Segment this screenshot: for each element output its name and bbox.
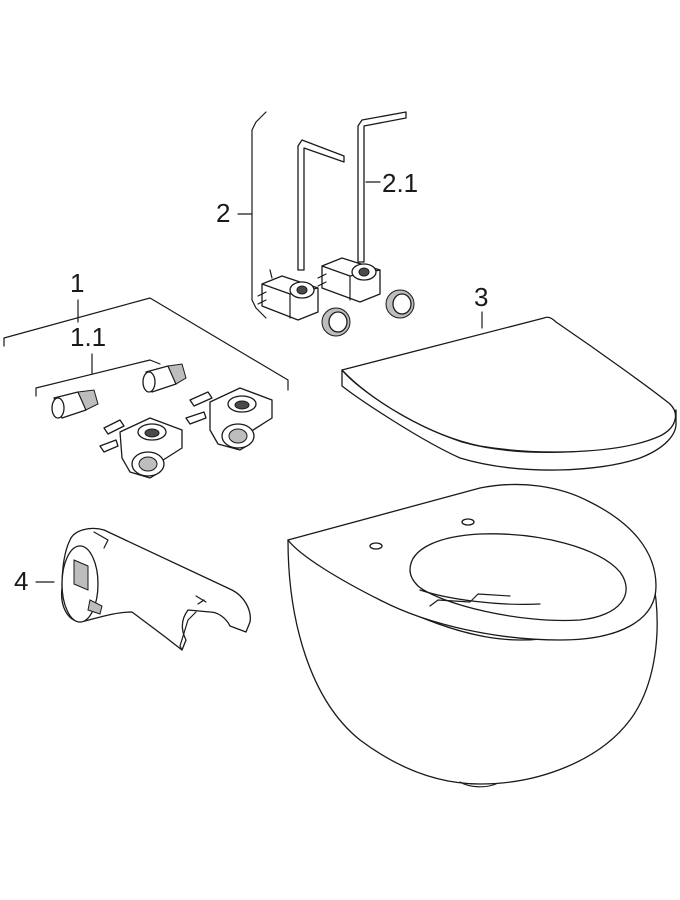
seat-hole-left <box>369 542 383 550</box>
connector-sleeve-part-4 <box>60 527 251 651</box>
label-group-2-1: 2.1 <box>365 168 418 198</box>
label-group-4: 4 <box>14 566 55 596</box>
bowl-opening <box>409 533 627 622</box>
sleeve-marking <box>195 595 207 605</box>
sleeve-tab <box>179 611 197 651</box>
mounting-set-part-2 <box>257 111 415 337</box>
nut-right <box>385 289 415 319</box>
label-group-3: 3 <box>474 282 488 329</box>
sleeve-notch <box>93 531 109 549</box>
bowl-inner-edge <box>419 589 541 605</box>
label-group-1-1: 1.1 <box>35 322 161 397</box>
label-4: 4 <box>14 566 28 596</box>
bowl-body <box>287 539 658 785</box>
nut-left <box>321 307 351 337</box>
toilet-bowl <box>287 483 658 788</box>
sleeve-body <box>60 527 251 651</box>
fixing-bracket-left <box>99 417 183 479</box>
expansion-anchor-left <box>257 269 319 321</box>
bracket-1 <box>3 297 289 391</box>
fixing-set-part-1 <box>51 363 273 479</box>
bowl-flush-channel <box>429 593 511 607</box>
seat-top <box>341 316 677 453</box>
label-1-1: 1.1 <box>70 322 106 352</box>
label-3: 3 <box>474 282 488 312</box>
label-group-2: 2 <box>216 111 267 319</box>
fixing-bracket-right <box>185 387 273 451</box>
label-2-1: 2.1 <box>382 168 418 198</box>
wall-plug-right <box>142 363 187 393</box>
bracket-1-1 <box>35 353 161 397</box>
bracket-2 <box>237 111 267 319</box>
wall-plug-left <box>51 389 99 419</box>
l-rod-right <box>357 111 407 263</box>
label-2: 2 <box>216 198 230 228</box>
label-group-1: 1 <box>3 268 289 391</box>
expansion-anchor-right <box>317 257 381 303</box>
sleeve-inner-ribs <box>73 559 103 615</box>
l-rod-left <box>297 139 345 271</box>
label-1: 1 <box>70 268 84 298</box>
toilet-seat-part-3 <box>341 316 677 471</box>
seat-hole-right <box>461 518 475 526</box>
bowl-base-edge <box>459 781 497 788</box>
